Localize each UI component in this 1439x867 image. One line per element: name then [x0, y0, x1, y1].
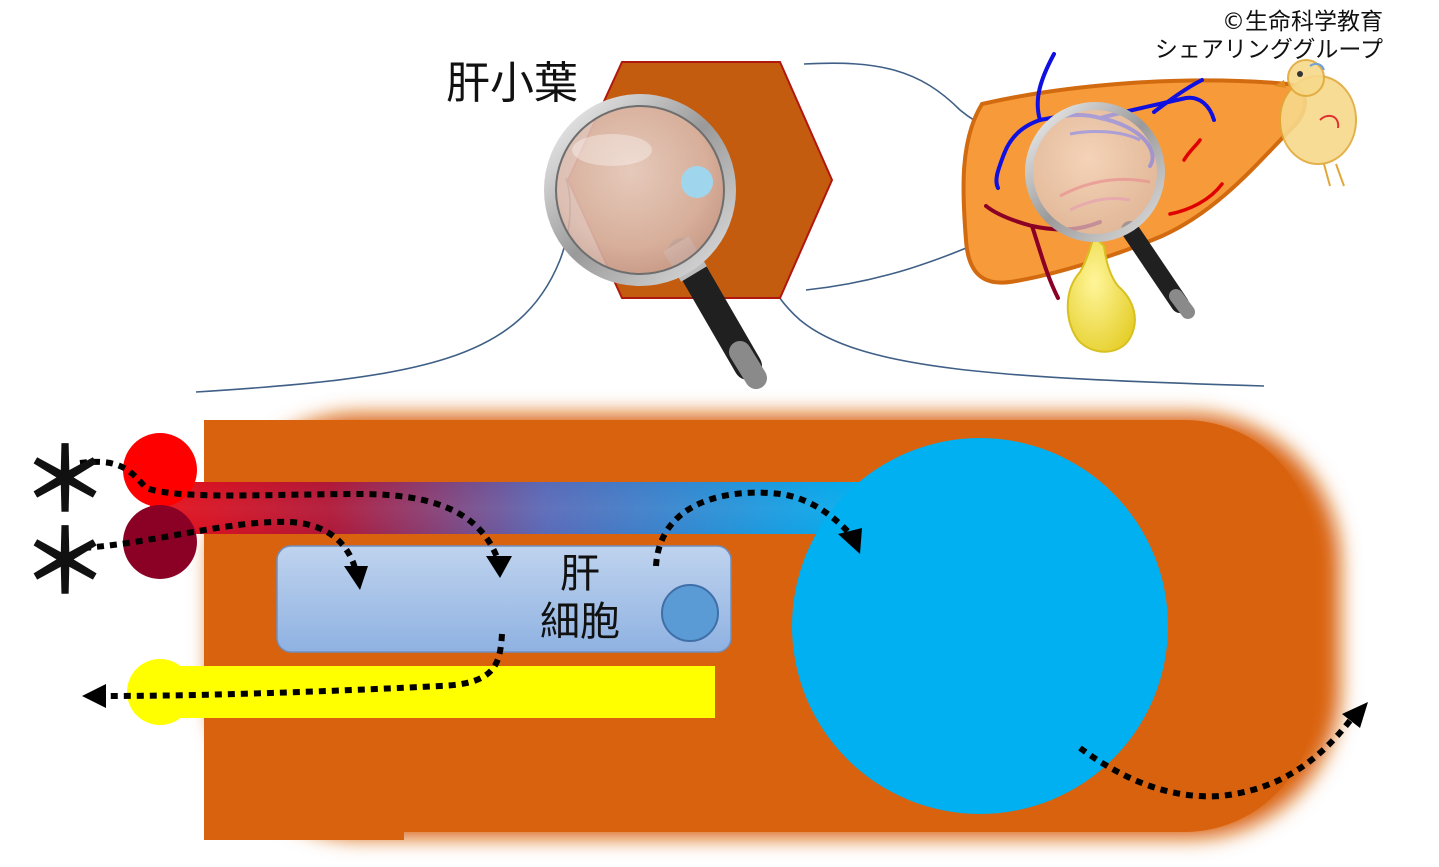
magnifier-lobule-icon — [544, 94, 767, 389]
flow-arrows — [79, 458, 1355, 800]
liver-illustration — [961, 52, 1357, 353]
copyright-line-2: シェアリンググループ — [1154, 37, 1383, 63]
gallbladder — [1066, 234, 1136, 353]
asterisk-artery: ＊ — [22, 431, 108, 531]
copyright-line-1: ©生命科学教育 — [1222, 9, 1383, 35]
copyright-credit: ©生命科学教育 シェアリンググループ — [1155, 8, 1383, 64]
hepatic-artery — [123, 433, 197, 507]
hepatocyte — [276, 545, 732, 653]
portal-vein — [123, 505, 197, 579]
hepatocyte-label-line-1: 肝 — [560, 551, 600, 597]
bile-duct-end — [127, 659, 193, 725]
hepatocyte-label-line-2: 細胞 — [540, 599, 620, 645]
magnifier-liver-icon — [1025, 102, 1195, 319]
hepatocyte-label: 肝 細胞 — [526, 550, 634, 646]
central-vein — [792, 438, 1168, 814]
asterisk-portal: ＊ — [22, 513, 108, 613]
hepatocyte-nucleus — [661, 584, 719, 642]
arrowheads — [82, 528, 1368, 728]
lobule-label: 肝小葉 — [446, 58, 578, 109]
bile-duct — [160, 666, 715, 718]
chick-mascot-icon — [1274, 59, 1357, 187]
